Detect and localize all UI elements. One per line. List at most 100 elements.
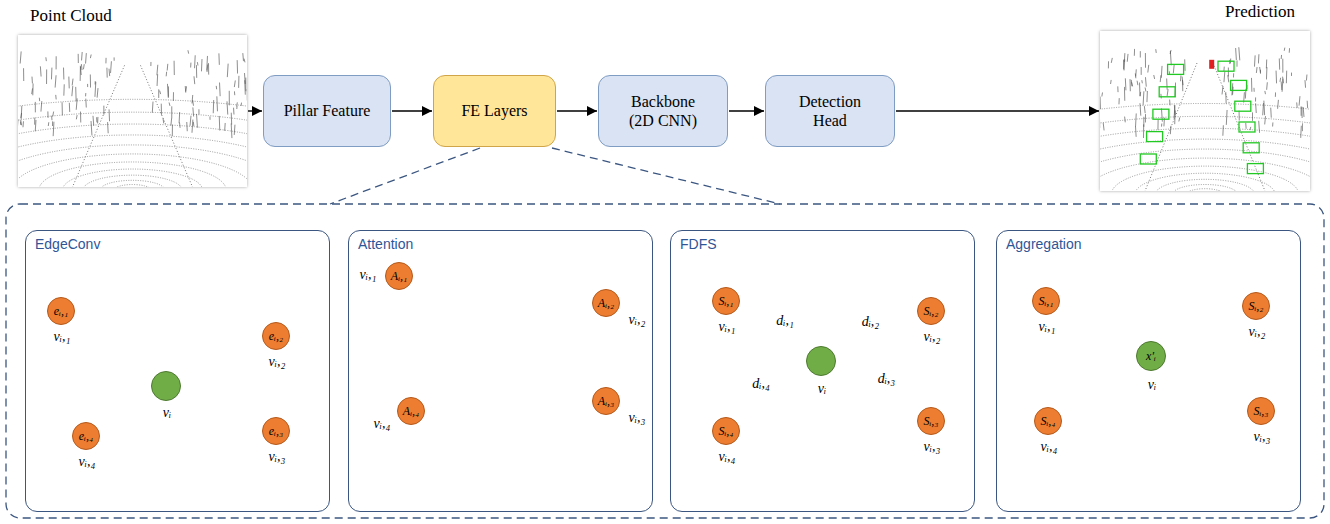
- building-points: [198, 109, 199, 114]
- detection-box: [1247, 164, 1263, 174]
- vertex-label: vᵢ: [1148, 378, 1156, 392]
- building-points: [1301, 106, 1302, 115]
- building-points: [216, 96, 218, 111]
- building-points: [106, 68, 107, 78]
- building-points: [219, 116, 221, 131]
- process-label: Pillar Feature: [284, 101, 371, 120]
- detection-box: [1168, 64, 1184, 74]
- scan-ring: [18, 154, 247, 187]
- road-edge: [1213, 63, 1265, 191]
- building-points: [1166, 78, 1167, 89]
- detection-box: [1235, 101, 1251, 111]
- building-points: [1145, 53, 1146, 68]
- panel-title: EdgeConv: [35, 236, 100, 252]
- building-points: [23, 68, 24, 81]
- detection-box: [1140, 154, 1156, 164]
- building-points: [1262, 103, 1264, 115]
- building-points: [22, 121, 24, 127]
- feature-symbol: Sᵢ,₂: [1248, 300, 1263, 312]
- building-points: [96, 117, 97, 122]
- graph-vertex: Sᵢ,₁vᵢ,₁: [1032, 287, 1060, 315]
- building-points: [231, 124, 233, 139]
- scan-ring: [18, 99, 247, 187]
- feature-symbol: Aᵢ,₂: [598, 297, 614, 309]
- building-points: [1100, 97, 1101, 109]
- graph-vertex: eᵢ,₄vᵢ,₄: [72, 422, 100, 450]
- image-panel: Point Cloud: [18, 35, 247, 187]
- building-points: [1252, 112, 1253, 121]
- building-points: [105, 58, 106, 64]
- building-points: [244, 59, 246, 63]
- building-points: [1275, 92, 1276, 96]
- graph-vertex: Aᵢ,₂vᵢ,₂: [592, 289, 620, 317]
- building-points: [1155, 49, 1156, 53]
- building-points: [169, 102, 171, 105]
- building-points: [1272, 122, 1273, 126]
- building-points: [81, 64, 83, 70]
- building-points: [1170, 126, 1172, 134]
- graph-vertex: Sᵢ,₄vᵢ,₄: [1034, 407, 1062, 435]
- building-points: [85, 53, 87, 63]
- building-points: [166, 72, 167, 77]
- connector-arrow: [896, 110, 1099, 111]
- scan-ring: [83, 175, 182, 187]
- building-points: [196, 114, 198, 128]
- building-points: [1258, 54, 1260, 63]
- vertex-label: vᵢ,₂: [629, 313, 646, 327]
- building-points: [21, 106, 23, 119]
- building-points: [1279, 58, 1280, 69]
- building-points: [1231, 83, 1233, 95]
- graph-vertex: eᵢ,₃vᵢ,₃: [262, 417, 290, 445]
- scan-ring: [1100, 139, 1310, 191]
- building-points: [1141, 67, 1142, 75]
- vertex-label: vᵢ,₄: [1041, 440, 1058, 454]
- scan-ring: [18, 112, 247, 187]
- building-points: [157, 74, 159, 86]
- building-points: [213, 100, 214, 113]
- building-points: [1282, 59, 1283, 73]
- building-points: [52, 112, 54, 117]
- feature-symbol: x′ᵢ: [1146, 350, 1156, 362]
- feature-symbol: Aᵢ,₃: [598, 395, 614, 407]
- building-points: [224, 123, 226, 131]
- building-points: [46, 69, 47, 84]
- building-points: [45, 57, 46, 61]
- building-points: [63, 68, 64, 80]
- graph-vertex: eᵢ,₂vᵢ,₂: [262, 322, 290, 350]
- building-points: [1167, 89, 1169, 96]
- building-points: [87, 84, 88, 87]
- vertex-label: vᵢ,₁: [54, 330, 71, 344]
- building-points: [48, 122, 49, 126]
- process-box: Backbone (2D CNN): [598, 75, 728, 147]
- building-points: [236, 102, 238, 106]
- vertex-label: vᵢ,₁: [1039, 320, 1056, 334]
- building-points: [179, 123, 181, 128]
- process-box: Pillar Feature: [263, 75, 391, 147]
- building-points: [39, 98, 40, 101]
- scan-ring: [18, 145, 247, 187]
- building-points: [206, 56, 208, 71]
- building-points: [185, 86, 187, 93]
- building-points: [109, 69, 111, 76]
- building-points: [226, 101, 228, 114]
- building-points: [1144, 106, 1146, 113]
- building-points: [1223, 67, 1224, 71]
- graph-vertex: Sᵢ,₂vᵢ,₂: [1242, 292, 1270, 320]
- building-points: [1157, 120, 1158, 130]
- building-points: [1134, 49, 1135, 56]
- graph-vertex: Aᵢ,₃vᵢ,₃: [592, 387, 620, 415]
- building-points: [1135, 126, 1137, 137]
- building-points: [90, 74, 91, 87]
- building-points: [51, 116, 52, 120]
- building-points: [35, 102, 36, 112]
- vertex-label: vᵢ,₄: [79, 455, 96, 469]
- feature-symbol: eᵢ,₁: [54, 305, 68, 317]
- building-points: [172, 125, 173, 136]
- scan-ring: [63, 169, 203, 187]
- panel-title: FDFS: [680, 236, 717, 252]
- graph-vertex: Sᵢ,₂vᵢ,₂: [917, 297, 945, 325]
- building-points: [1229, 60, 1230, 64]
- building-points: [171, 106, 172, 118]
- building-points: [192, 107, 194, 116]
